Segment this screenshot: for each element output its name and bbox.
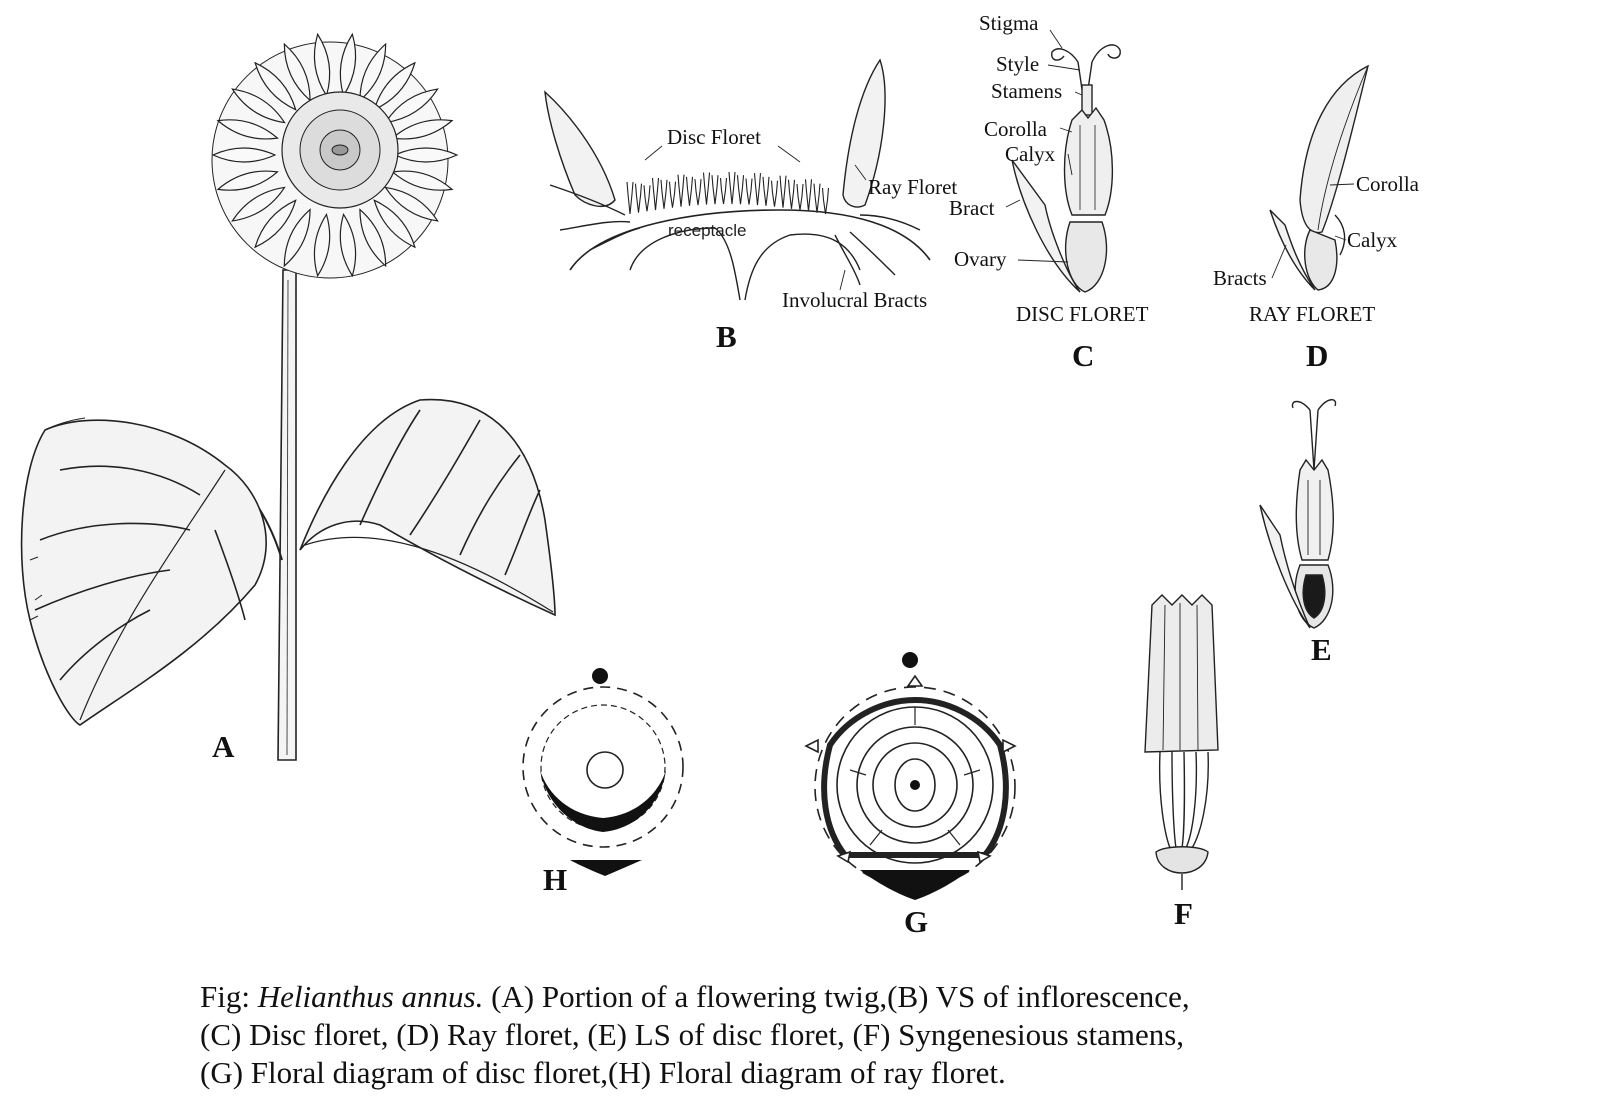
ray-petal — [211, 147, 277, 163]
panel-c-disc-floret: Stigma Style Stamens Corolla Calyx Bract… — [949, 11, 1149, 373]
label-calyx-d: Calyx — [1347, 228, 1398, 252]
ray-petal — [339, 212, 357, 278]
ray-petal — [391, 170, 454, 191]
disc-floret-mark — [753, 173, 762, 206]
label-ovary: Ovary — [954, 247, 1007, 271]
disc-floret-mark — [779, 175, 787, 208]
label-calyx-c: Calyx — [1005, 142, 1056, 166]
disc-floret-mark — [694, 179, 702, 206]
disc-floret-mark — [719, 177, 728, 205]
label-disc-floret: Disc Floret — [667, 125, 761, 149]
disc-floret-mark — [643, 185, 651, 212]
label-bract: Bract — [949, 196, 995, 220]
label-bracts-d: Bracts — [1213, 266, 1267, 290]
disc-floret-mark — [745, 178, 753, 205]
label-receptacle: receptacle — [668, 221, 746, 240]
disc-floret-mark — [677, 174, 685, 207]
disc-floret-mark — [702, 172, 711, 205]
panel-label-c: C — [1072, 338, 1094, 373]
label-style: Style — [996, 52, 1039, 76]
label-corolla-d: Corolla — [1356, 172, 1420, 196]
disc-floret-mark — [626, 181, 634, 215]
ray-petal — [231, 88, 286, 124]
panel-a-flowering-twig: A — [20, 32, 556, 764]
disc-floret-mark — [711, 175, 719, 205]
caption-prefix: Fig: — [200, 979, 250, 1014]
label-stigma: Stigma — [979, 11, 1039, 35]
disc-floret-mark — [651, 177, 660, 211]
bract-shape-h — [570, 860, 642, 876]
disc-floret-mark — [668, 181, 677, 208]
ray-petal — [359, 208, 387, 268]
label-corolla-c: Corolla — [984, 117, 1048, 141]
disc-floret-mark — [813, 183, 821, 213]
ray-petal — [339, 32, 357, 98]
ray-petal — [391, 119, 454, 140]
panel-label-h: H — [543, 862, 567, 897]
label-stamens: Stamens — [991, 79, 1062, 103]
disc-floret-mark — [770, 180, 779, 207]
disc-floret-mark — [634, 183, 643, 213]
label-involucral-bracts: Involucral Bracts — [782, 288, 927, 312]
ray-petal — [384, 186, 439, 222]
ray-petal — [359, 42, 387, 102]
panel-b-vs-inflorescence: Disc Floret Ray Floret receptacle Involu… — [544, 58, 957, 354]
ray-petal — [254, 61, 297, 111]
ray-petal — [313, 212, 331, 278]
axis-dot-g — [902, 652, 918, 668]
panel-f-syngenesious-stamens: F — [1144, 594, 1219, 931]
caption-line-1: Fig: Helianthus annus. (A) Portion of a … — [200, 978, 1580, 1016]
panel-label-d: D — [1306, 338, 1328, 373]
caption-line1-rest: (A) Portion of a flowering twig,(B) VS o… — [491, 979, 1190, 1014]
flower-head — [211, 32, 459, 279]
label-disc-floret-title: DISC FLORET — [1016, 302, 1149, 326]
disc-floret-mark — [762, 176, 770, 206]
ray-petal — [254, 199, 297, 249]
disc-floret-mark — [660, 179, 668, 209]
ray-petal — [283, 42, 311, 102]
ray-petal — [216, 170, 279, 191]
caption-species: Helianthus annus. — [257, 979, 484, 1014]
caption-line-3: (G) Floral diagram of disc floret,(H) Fl… — [200, 1055, 1006, 1090]
panel-d-ray-floret: Corolla Calyx Bracts RAY FLORET D — [1213, 64, 1420, 373]
label-ray-floret: Ray Floret — [868, 175, 957, 199]
bract-shape-g — [860, 870, 970, 900]
disc-floret-mark — [787, 179, 796, 209]
axis-dot-h — [592, 668, 608, 684]
disc-floret-mark — [804, 179, 813, 212]
ray-petal — [216, 119, 279, 140]
ray-petal — [373, 61, 416, 111]
disc-floret-mark — [821, 187, 830, 215]
disc-floret-mark — [728, 171, 736, 205]
panel-e-ls-disc-floret: E — [1259, 399, 1337, 667]
disc-floret-mark — [796, 183, 804, 211]
ray-petal — [313, 32, 331, 98]
ray-petal — [373, 199, 416, 249]
panel-g-floral-diagram-disc: G — [804, 652, 1017, 939]
panel-label-g: G — [904, 904, 928, 939]
panel-label-a: A — [212, 729, 235, 764]
ray-petal — [283, 208, 311, 268]
panel-label-f: F — [1174, 896, 1193, 931]
figure-caption: Fig: Helianthus annus. (A) Portion of a … — [200, 978, 1580, 1092]
panel-label-e: E — [1311, 632, 1332, 667]
label-ray-floret-title: RAY FLORET — [1249, 302, 1375, 326]
ray-petal — [384, 88, 439, 124]
ray-petal — [231, 186, 286, 222]
ray-petal — [393, 147, 459, 163]
disc-floret-mark — [685, 176, 694, 206]
panel-h-floral-diagram-ray: H — [522, 668, 684, 897]
panel-label-b: B — [716, 319, 737, 354]
caption-line-2: (C) Disc floret, (D) Ray floret, (E) LS … — [200, 1017, 1185, 1052]
disc-floret-mark — [736, 175, 745, 205]
